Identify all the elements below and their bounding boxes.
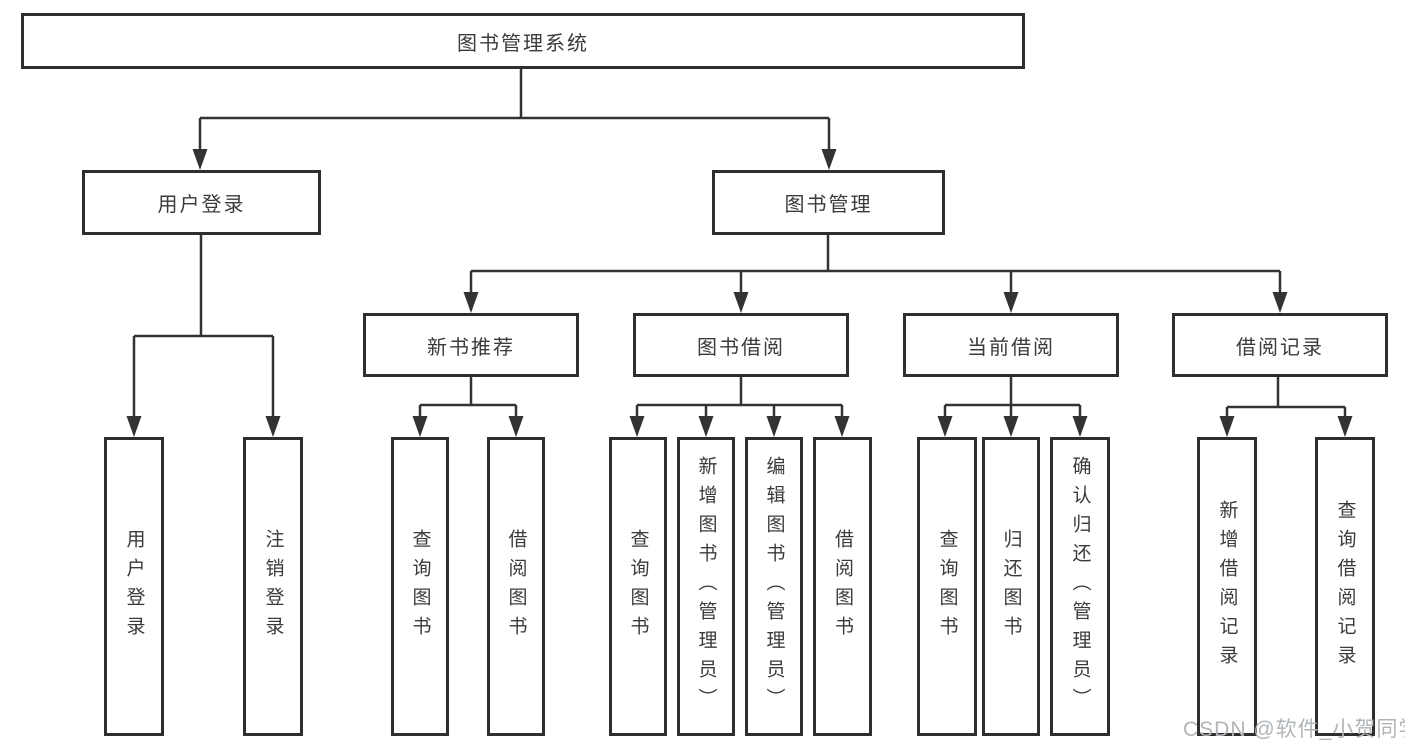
node-user-login: 用户登录 bbox=[82, 170, 321, 235]
leaf-label: 查询图书 bbox=[627, 528, 649, 645]
node-label: 借阅记录 bbox=[1236, 336, 1324, 359]
leaf-add-books-admin: 新增图书（管理员） bbox=[677, 437, 735, 736]
leaf-label: 归还图书 bbox=[1000, 528, 1022, 645]
node-label: 新书推荐 bbox=[427, 336, 515, 359]
connector-arrowheads bbox=[126, 149, 1353, 437]
leaf-label: 借阅图书 bbox=[832, 528, 853, 645]
leaf-label: 查询图书 bbox=[409, 528, 431, 645]
node-label: 用户登录 bbox=[157, 194, 246, 216]
leaf-confirm-return-admin: 确认归还（管理员） bbox=[1050, 437, 1110, 736]
leaf-label: 用户登录 bbox=[123, 528, 145, 645]
node-book-borrowing: 图书借阅 bbox=[633, 313, 849, 377]
leaf-return-books: 归还图书 bbox=[982, 437, 1040, 736]
node-label: 图书管理系统 bbox=[457, 32, 589, 55]
leaf-edit-books-admin: 编辑图书（管理员） bbox=[745, 437, 803, 736]
leaf-user-login: 用户登录 bbox=[104, 437, 164, 736]
node-borrowing-records: 借阅记录 bbox=[1172, 313, 1388, 377]
csdn-watermark: CSDN @软件_小贺同学 bbox=[1183, 718, 1405, 741]
leaf-add-borrow-record: 新增借阅记录 bbox=[1197, 437, 1257, 736]
leaf-query-borrow-record: 查询借阅记录 bbox=[1315, 437, 1375, 736]
leaf-borrow-books-recommend: 借阅图书 bbox=[487, 437, 545, 736]
leaf-label: 借阅图书 bbox=[505, 528, 527, 645]
node-book-management: 图书管理 bbox=[712, 170, 945, 235]
leaf-label: 新增图书（管理员） bbox=[695, 456, 717, 717]
leaf-logout-login: 注销登录 bbox=[243, 437, 303, 736]
node-label: 图书管理 bbox=[784, 194, 873, 216]
leaf-label: 确认归还（管理员） bbox=[1069, 456, 1091, 717]
node-label: 当前借阅 bbox=[967, 336, 1055, 359]
leaf-label: 查询借阅记录 bbox=[1334, 499, 1356, 674]
node-library-management-system: 图书管理系统 bbox=[21, 13, 1025, 69]
leaf-query-books-borrow: 查询图书 bbox=[609, 437, 667, 736]
node-new-book-recommend: 新书推荐 bbox=[363, 313, 579, 377]
node-label: 图书借阅 bbox=[697, 336, 785, 359]
connector-strokes bbox=[132, 69, 1347, 420]
leaf-label: 新增借阅记录 bbox=[1216, 499, 1238, 674]
leaf-label: 查询图书 bbox=[936, 528, 958, 645]
leaf-label: 编辑图书（管理员） bbox=[763, 456, 785, 717]
leaf-query-books-recommend: 查询图书 bbox=[391, 437, 449, 736]
leaf-borrow-books: 借阅图书 bbox=[813, 437, 872, 736]
leaf-query-books-current: 查询图书 bbox=[917, 437, 977, 736]
leaf-label: 注销登录 bbox=[262, 528, 284, 645]
node-current-borrowing: 当前借阅 bbox=[903, 313, 1119, 377]
